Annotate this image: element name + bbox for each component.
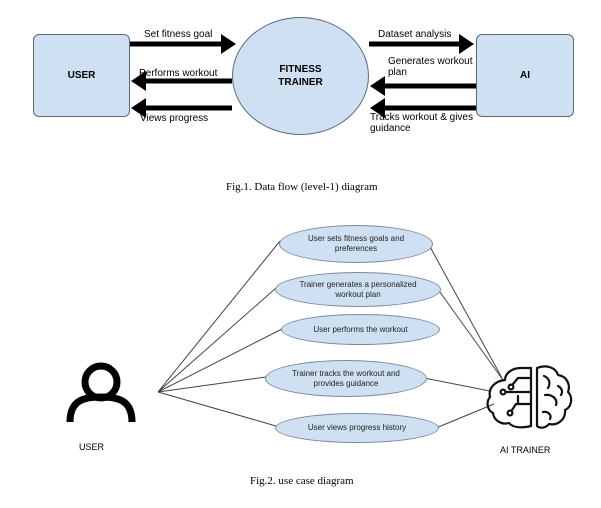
ai-entity-box: AI bbox=[476, 34, 574, 117]
user-entity-box: USER bbox=[33, 34, 130, 117]
use-case-generate-plan: Trainer generates a personalized workout… bbox=[275, 272, 441, 307]
user-actor-label: USER bbox=[79, 442, 105, 452]
use-case-perform-workout: User performs the workout bbox=[281, 314, 440, 345]
flow-label-views-progress: Views progress bbox=[140, 113, 209, 124]
flow-label-generates-plan: Generates workout plan bbox=[388, 56, 473, 78]
fitness-trainer-process: FITNESS TRAINER bbox=[232, 17, 369, 135]
flow-label-performs-workout: Performs workout bbox=[139, 68, 218, 79]
trainer-label-line2: TRAINER bbox=[278, 77, 323, 88]
fig2-caption: Fig.2. use case diagram bbox=[250, 475, 354, 487]
ai-entity-label: AI bbox=[520, 70, 530, 81]
ai-trainer-actor-label: AI TRAINER bbox=[500, 445, 551, 455]
fig2-association-lines bbox=[157, 240, 504, 429]
flow-label-set-goal: Set fitness goal bbox=[144, 29, 213, 40]
fig1-caption: Fig.1. Data flow (level-1) diagram bbox=[226, 181, 378, 193]
use-case-view-history: User views progress history bbox=[275, 413, 439, 443]
use-case-set-goals: User sets fitness goals and preferences bbox=[279, 225, 433, 263]
trainer-label-line1: FITNESS bbox=[279, 64, 322, 75]
user-entity-label: USER bbox=[67, 70, 96, 81]
use-case-track-guidance: Trainer tracks the workout and provides … bbox=[265, 360, 427, 397]
flow-label-dataset-analysis: Dataset analysis bbox=[378, 29, 452, 40]
flow-label-tracks-guidance: Tracks workout & gives guidance bbox=[370, 112, 473, 134]
